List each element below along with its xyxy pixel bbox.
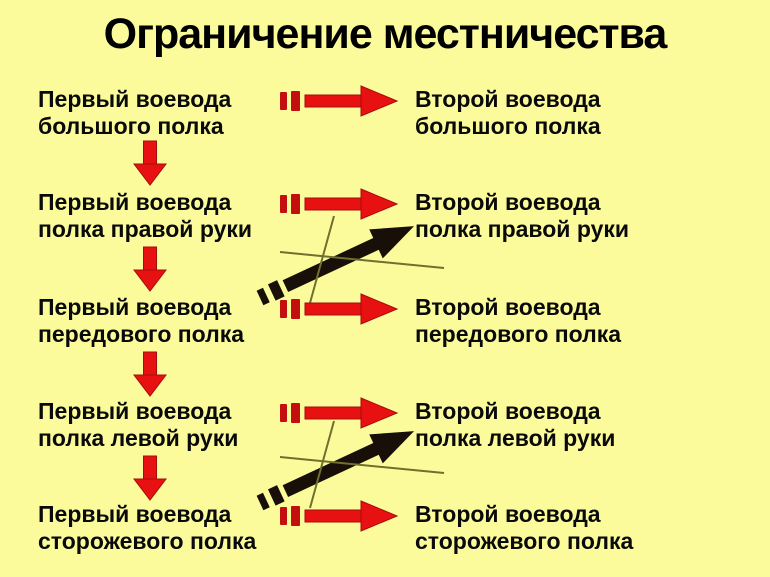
cell-line: полка правой руки — [415, 216, 630, 242]
first-voevoda-pravoy: Первый воевода полка правой руки — [38, 189, 252, 243]
second-voevoda-pravoy: Второй воевода полка правой руки — [415, 189, 629, 243]
first-voevoda-storozhevoy: Первый воевода сторожевого полка — [38, 501, 256, 555]
second-voevoda-peredovoy: Второй воевода передового полка — [415, 294, 621, 348]
cross-out-line — [309, 420, 335, 509]
cell-line: большого полка — [415, 113, 601, 139]
red-down-arrow-icon — [133, 351, 167, 397]
cell-line: полка левой руки — [415, 425, 616, 451]
red-right-arrow-icon — [280, 85, 399, 117]
cell-line: Второй воевода — [415, 189, 601, 215]
first-voevoda-bolshoy: Первый воевода большого полка — [38, 86, 231, 140]
cell-line: передового полка — [415, 321, 622, 347]
cell-line: Первый воевода — [38, 86, 232, 112]
cell-line: большого полка — [38, 113, 224, 139]
cell-line: Второй воевода — [415, 501, 601, 527]
second-voevoda-storozhevoy: Второй воевода сторожевого полка — [415, 501, 633, 555]
red-right-arrow-icon — [280, 188, 399, 220]
cell-line: сторожевого полка — [415, 528, 634, 554]
cell-line: полка левой руки — [38, 425, 239, 451]
cell-line: Первый воевода — [38, 189, 232, 215]
cell-line: Первый воевода — [38, 398, 232, 424]
red-right-arrow-icon — [280, 397, 399, 429]
cell-line: Второй воевода — [415, 398, 601, 424]
cell-line: сторожевого полка — [38, 528, 257, 554]
first-voevoda-peredovoy: Первый воевода передового полка — [38, 294, 244, 348]
page-title: Ограничение местничества — [103, 10, 668, 58]
cross-out-line — [279, 251, 445, 269]
cell-line: Второй воевода — [415, 86, 601, 112]
red-down-arrow-icon — [133, 455, 167, 501]
red-down-arrow-icon — [133, 246, 167, 292]
red-right-arrow-icon — [280, 293, 399, 325]
cell-line: Второй воевода — [415, 294, 601, 320]
second-voevoda-bolshoy: Второй воевода большого полка — [415, 86, 601, 140]
first-voevoda-levoy: Первый воевода полка левой руки — [38, 398, 238, 452]
red-right-arrow-icon — [280, 500, 399, 532]
black-diagonal-crossed-arrow-icon — [256, 420, 445, 511]
cell-line: полка правой руки — [38, 216, 253, 242]
cell-line: Первый воевода — [38, 294, 232, 320]
black-diagonal-crossed-arrow-icon — [256, 215, 445, 306]
cross-out-line — [309, 215, 335, 304]
red-down-arrow-icon — [133, 140, 167, 186]
cell-line: передового полка — [38, 321, 245, 347]
cell-line: Первый воевода — [38, 501, 232, 527]
cross-out-line — [279, 456, 445, 474]
second-voevoda-levoy: Второй воевода полка левой руки — [415, 398, 615, 452]
